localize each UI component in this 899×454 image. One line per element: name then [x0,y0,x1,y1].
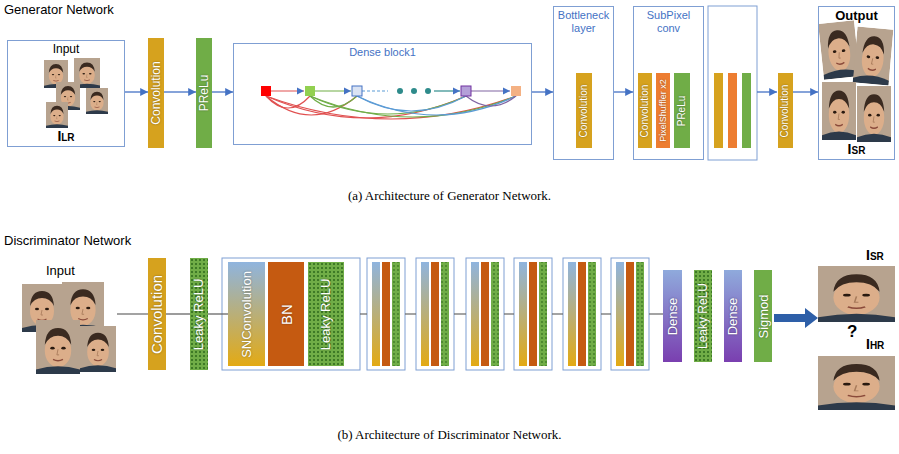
input-label: Input [46,264,75,279]
label-holder: ISR [866,247,884,263]
image-symbol: ILR [8,128,124,146]
connector-line [208,313,228,314]
connector-arrow [532,91,553,92]
layer-name: PixelShuffler x2 [659,79,668,141]
label-holder: ? [847,322,857,342]
label-holder: (a) Architecture of Generator Network. [0,189,899,204]
layer-bar: Convolution [576,73,592,148]
block-box: SubPixel convConvolution PixelShuffler x2… [633,6,704,160]
layer-name: PReLu [677,95,687,126]
layer-name: Convolution [150,274,165,353]
input-faces [22,282,148,374]
figure-caption: (a) Architecture of Generator Network. [0,189,899,204]
layer-bar: Dense [663,270,682,362]
layer-name: Convolution [781,84,791,137]
layer-name: Dense [727,297,740,335]
compared-faces [818,266,895,410]
conv-block [563,258,601,370]
connector-arrow [164,91,196,92]
block-title: Bottleneck layer [554,7,613,34]
conv-blocks [222,258,663,370]
block-title: Dense block1 [234,44,531,59]
block-title: SubPixel conv [634,7,703,34]
image-symbol: ISR [866,247,884,263]
layer-name: Leaky ReLU [193,278,206,350]
conv-block [416,258,454,370]
label-holder: Input [46,264,75,279]
output-faces [818,20,893,142]
layer-bar: Convolution [638,73,652,148]
layer-name: Convolution [150,61,162,124]
layer-bar: Sigmod [754,270,772,362]
dense-layers [261,86,521,96]
label-holder: (b) Architecture of Discriminator Networ… [0,428,899,443]
panel-title: Discriminator Network [4,234,131,249]
layer-bar: PReLu [674,73,690,148]
layer-bar: BN [268,262,304,366]
block-title: Output [819,7,894,24]
layer-name: Sigmod [757,294,770,338]
image-symbol: ISR [819,141,894,159]
layer-bar: Dense [724,270,742,362]
layer-bar: PixelShuffler x2 [656,73,670,148]
conv-block [466,258,504,370]
layer-bar: SNConvolution [228,262,265,366]
label-holder: Discriminator Network [4,234,131,249]
block-box: OutputISR [818,6,895,160]
block-box: InputILR [7,40,125,147]
layer-name: SNConvolution [240,271,253,358]
repeated-block [708,6,777,160]
layer-bar: Convolution [778,73,793,148]
connector-arrow [793,91,818,92]
layer-bar: Convolution [148,38,164,148]
conv-block [611,258,649,370]
connector-arrow [125,91,148,92]
label-holder: Generator Network [4,3,114,18]
layer-name: Dense [666,297,679,335]
layer-name: BN [279,304,294,325]
conv-block [514,258,552,370]
layer-bar: Leaky ReLU [694,270,712,362]
layer-name: PReLu [198,75,210,112]
question-mark: ? [847,322,857,342]
panel-title: Generator Network [4,3,114,18]
connector-arrow [212,91,233,92]
face-collage [44,58,108,128]
connector-arrow [614,91,633,92]
image-symbol: IHR [866,336,884,352]
block-box: Bottleneck layerConvolution [553,6,614,160]
layer-name: Leaky ReLU [697,283,709,349]
layer-name: Convolution [640,84,650,137]
block-title: Input [8,41,124,57]
layer-name: Convolution [579,84,589,137]
layer-bar: Leaky ReLU [308,262,344,366]
label-holder: IHR [866,336,884,352]
layer-name: Leaky ReLU [320,278,333,350]
layer-bar: PReLu [196,38,212,148]
block-box: Dense block1 [233,43,532,145]
block-links [360,313,663,314]
layer-bar: Leaky ReLU [190,258,208,370]
decision-arrow [774,308,818,328]
dense-connections [266,91,516,119]
conv-block [367,258,405,370]
connector-line [166,313,190,314]
figure-caption: (b) Architecture of Discriminator Networ… [0,428,899,443]
layer-bar: Convolution [148,258,166,370]
